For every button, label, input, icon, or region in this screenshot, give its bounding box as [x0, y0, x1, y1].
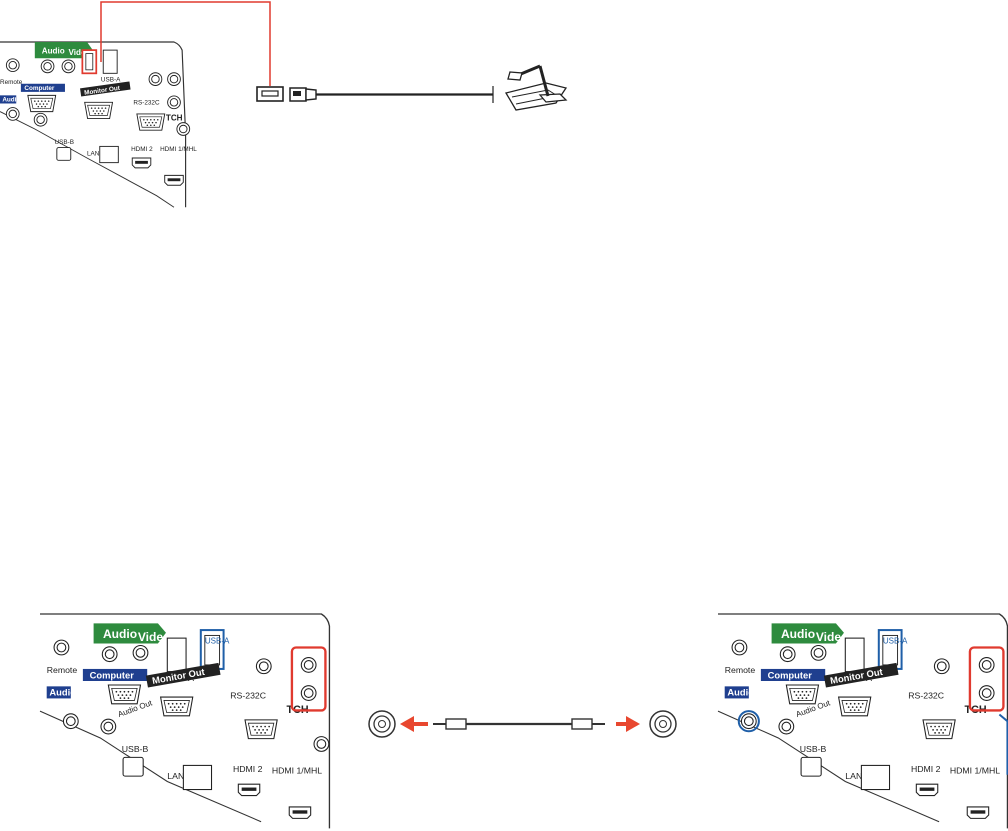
usb-a-port-icon	[256, 86, 284, 102]
bl-video-label: Video	[138, 630, 171, 644]
br-remote-label: Remote	[725, 665, 756, 675]
br-audio-label: Audio	[781, 627, 815, 641]
bl-remote-label: Remote	[47, 665, 78, 675]
br-hdmi2-label: HDMI 2	[911, 764, 941, 774]
top-usbb-label: USB-B	[55, 139, 74, 146]
top-hdmi1-label: HDMI 1/MHL	[160, 146, 197, 153]
arrow-left-icon	[400, 716, 428, 732]
bottom-left-projector-panel: Audio Video USB-A USB-A Remote Computer …	[39, 613, 331, 829]
bl-computer-label: Computer	[90, 670, 135, 680]
bl-lan-label: LAN	[167, 771, 184, 781]
br-hdmi1-label: HDMI 1/MHL	[950, 765, 1000, 775]
br-rs232-label: RS-232C	[908, 690, 944, 700]
bl-hdmi1-label: HDMI 1/MHL	[272, 765, 322, 775]
bl-hdmi2-label: HDMI 2	[233, 764, 263, 774]
br-usbb-label: USB-B	[800, 744, 827, 754]
arrow-right-icon	[616, 716, 640, 732]
br-computer-label: Computer	[768, 670, 813, 680]
audio-jack-icon-left	[368, 710, 396, 738]
top-tch-label: TCH	[166, 113, 183, 122]
top-computer-label: Computer	[24, 85, 55, 92]
bl-usba-label: USB-A	[205, 636, 230, 645]
top-usba-label: USB-A	[101, 76, 121, 83]
document-camera-icon	[504, 64, 568, 111]
usb-port-callout-line	[100, 1, 271, 86]
bl-audio-label: Audio	[103, 627, 137, 641]
bl-audio2-label: Audio	[49, 688, 76, 698]
bl-rs232-label: RS-232C	[230, 690, 266, 700]
top-lan-label: LAN	[87, 151, 100, 158]
top-audio2-label: Audio	[2, 97, 20, 104]
audio-jack-icon-right	[649, 710, 677, 738]
br-lan-label: LAN	[845, 771, 862, 781]
bottom-right-projector-panel: Audio Video USB-A USB-A Remote Computer …	[717, 613, 1008, 829]
usb-cable-icon	[289, 86, 494, 103]
br-video-label: Video	[816, 630, 849, 644]
top-hdmi2-label: HDMI 2	[131, 146, 153, 153]
top-video-label: Video	[68, 48, 90, 57]
bl-usbb-label: USB-B	[122, 744, 149, 754]
top-rs232-label: RS-232C	[133, 100, 160, 107]
top-remote-label: Remote	[0, 79, 23, 86]
top-projector-panel: Audio Video USB-A Remote Computer Audio …	[0, 41, 197, 208]
br-audio2-label: Audio	[727, 688, 754, 698]
audio-cable-icon	[433, 718, 605, 730]
br-usba-label: USB-A	[883, 636, 908, 645]
top-audio-label: Audio	[42, 47, 65, 56]
